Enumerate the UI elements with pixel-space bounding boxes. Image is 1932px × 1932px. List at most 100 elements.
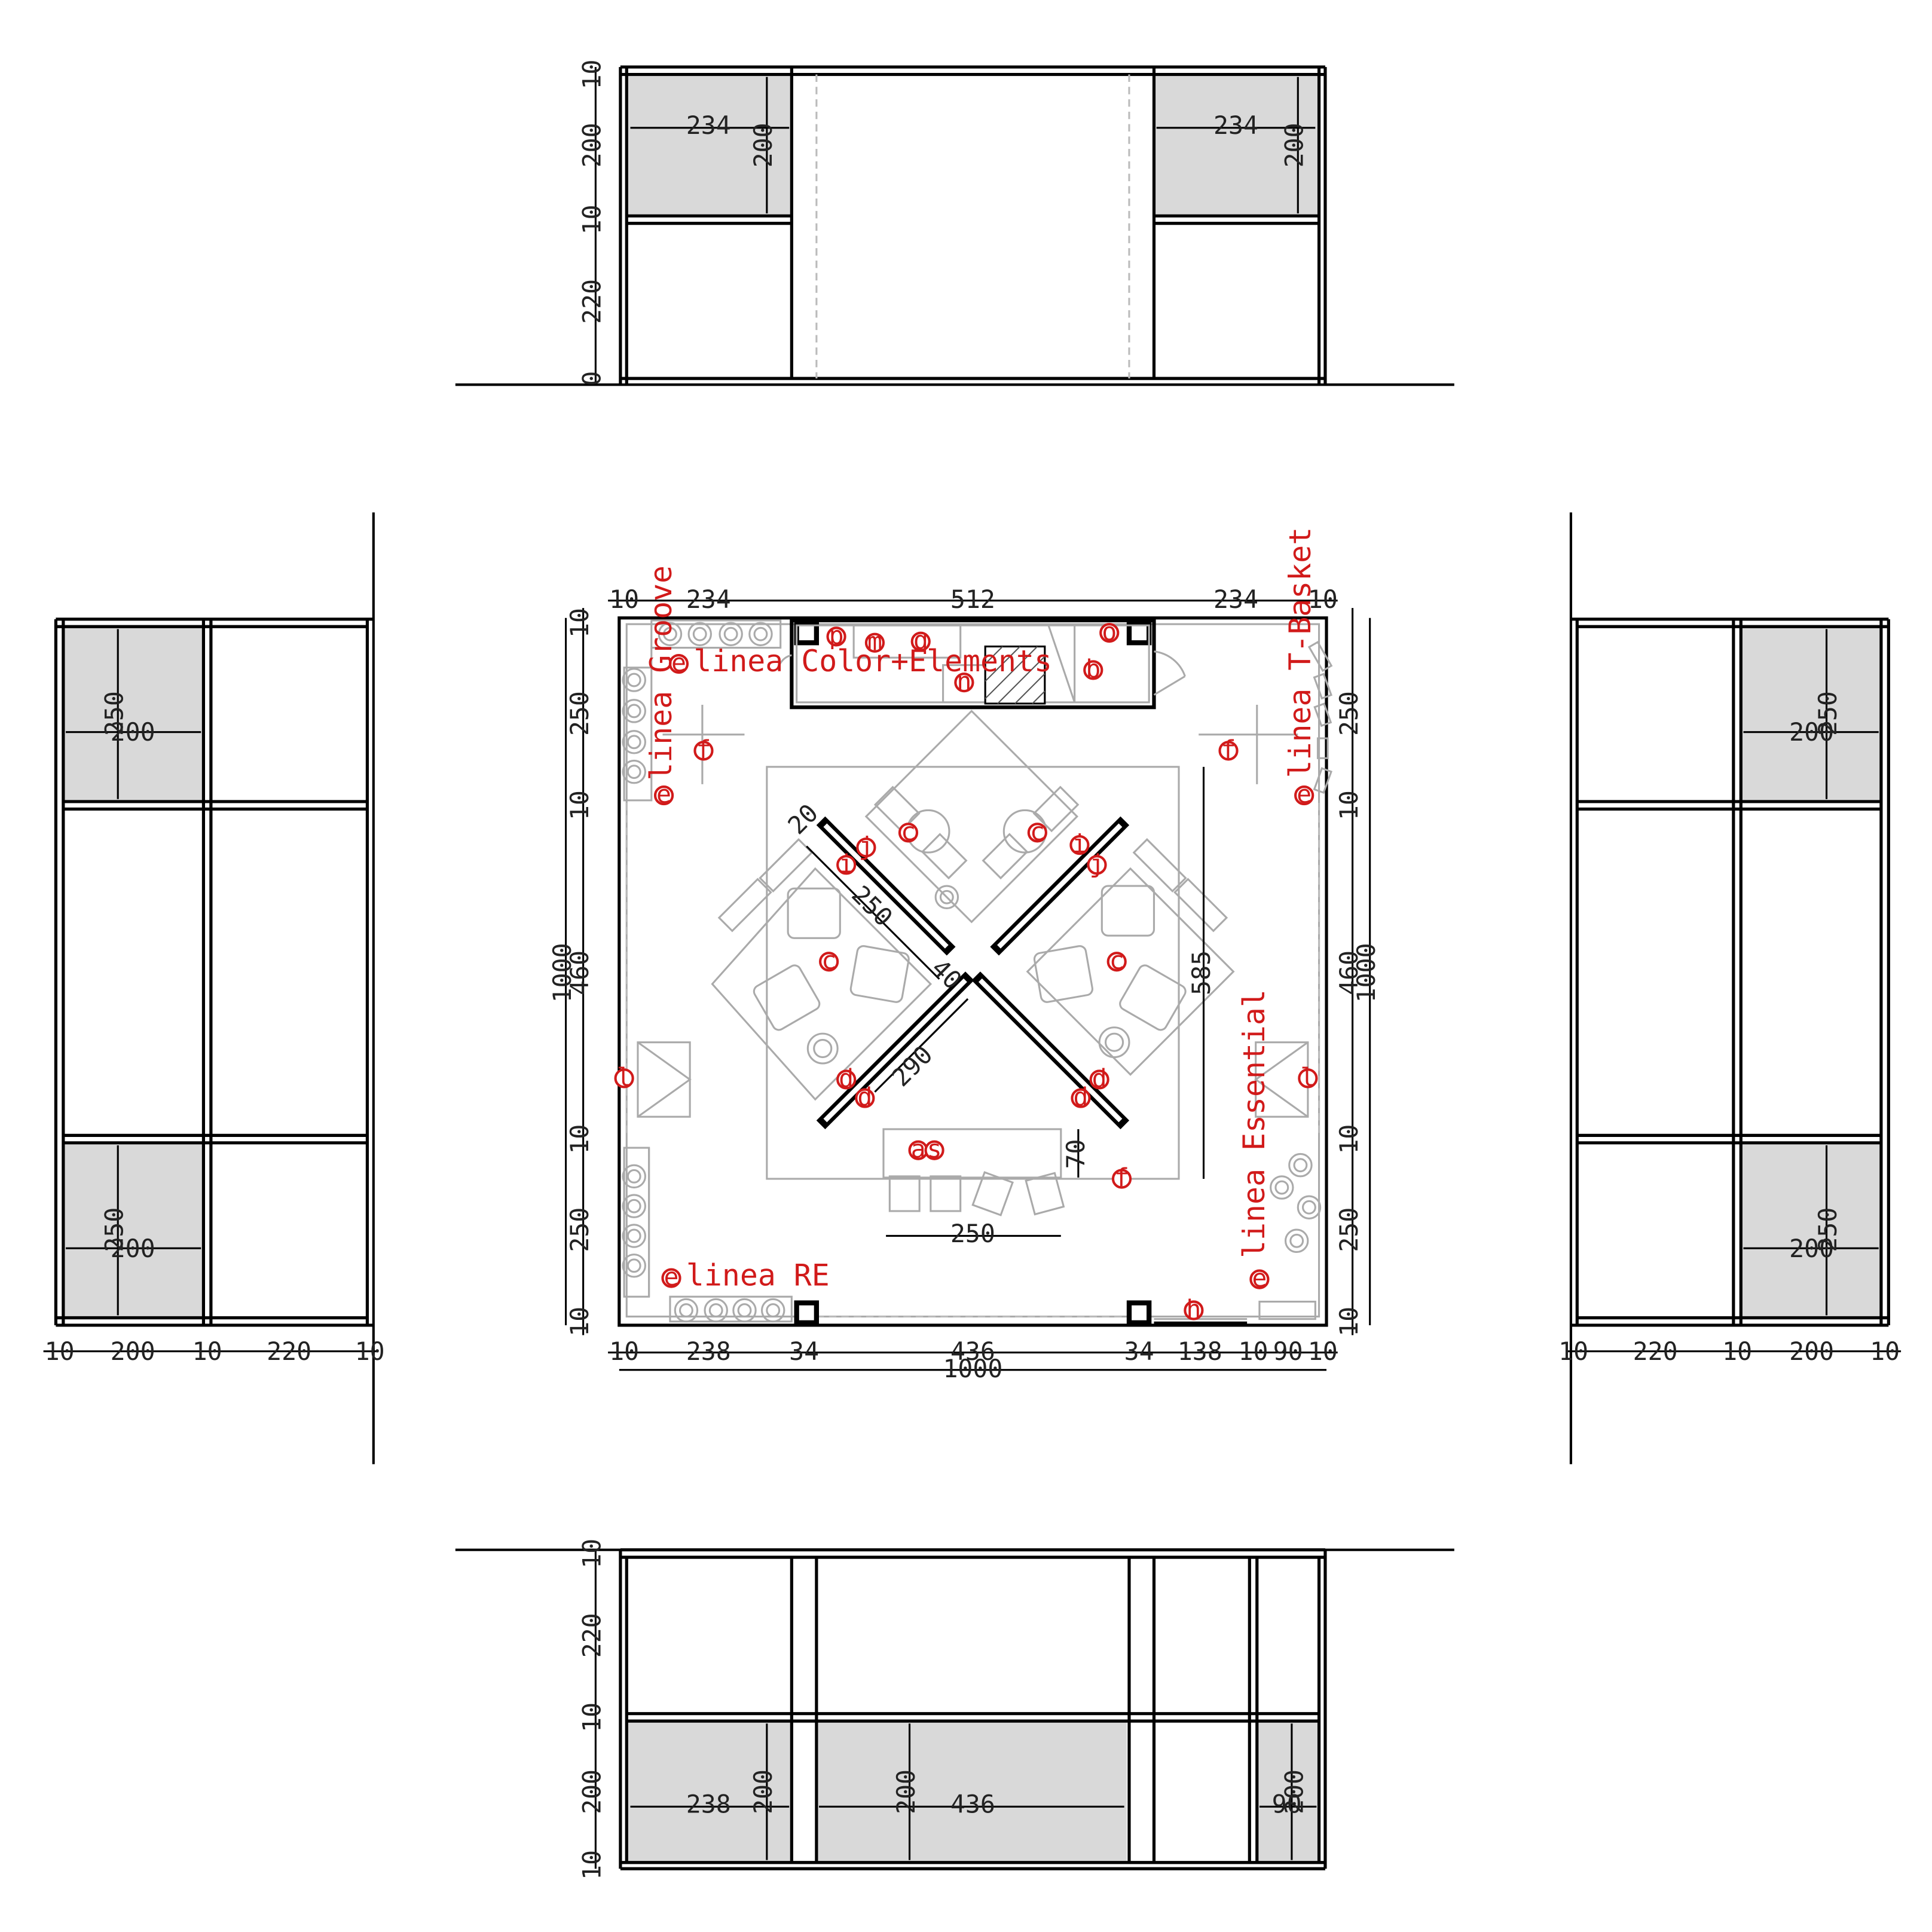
dim-text: 70 [1061, 1139, 1090, 1169]
dim-text: 34 [1124, 1337, 1154, 1366]
dim-text: 250 [100, 691, 129, 736]
dim-text: 10 [1558, 1337, 1588, 1366]
marker-label: c [821, 946, 836, 975]
marker-label: a [911, 1135, 926, 1164]
marker-label: e [1297, 779, 1312, 809]
dim-text: 0 [577, 371, 607, 386]
dim-text: 20 [782, 798, 824, 840]
dim-text: 250 [1334, 1208, 1364, 1252]
dim-text: 234 [1213, 111, 1258, 140]
marker-label: e [664, 1262, 679, 1292]
dim-text: 200 [577, 1769, 607, 1814]
dim-text: 10 [1334, 1307, 1364, 1337]
dim-text: 200 [1789, 1234, 1834, 1263]
dim-text: 10 [355, 1337, 385, 1366]
dim-text: 238 [686, 1337, 731, 1366]
graphic-panel [1257, 1721, 1319, 1863]
dim-text: 10 [45, 1337, 75, 1366]
central-floor-plan: 20 250 40 290 585 70 250 10 234 512 234 … [548, 527, 1381, 1383]
dim-text: 585 [1187, 950, 1216, 995]
element-markers: e p m q n o b f f e e c c j i i j c c d … [614, 617, 1318, 1323]
dim-text: 200 [1280, 123, 1309, 167]
marker-label: i [1072, 829, 1087, 858]
dim-text: 10 [1308, 1337, 1338, 1366]
dim-text: 250 [100, 1208, 129, 1252]
dim-text: 1000 [943, 1354, 1002, 1383]
dim-text: 10 [1722, 1337, 1752, 1366]
dim-text: 250 [950, 1219, 995, 1248]
marker-label: j [858, 832, 873, 861]
dim-text: 200 [748, 1769, 778, 1814]
dim-text: 10 [577, 204, 607, 234]
marker-label: e [671, 648, 686, 677]
dim-text: 234 [1213, 585, 1258, 614]
dim-text: 10 [609, 1337, 639, 1366]
marker-label: b [1086, 654, 1100, 683]
dim-text: 200 [111, 717, 155, 747]
marker-label: s [927, 1135, 942, 1164]
dim-text: 200 [577, 123, 607, 167]
line-label-re: linea RE [686, 1258, 830, 1293]
marker-label: d [1092, 1063, 1107, 1093]
dim-text: 10 [1334, 1124, 1364, 1154]
dim-text: 234 [686, 585, 731, 614]
marker-label: q [913, 626, 928, 655]
dim-text: 238 [686, 1790, 731, 1819]
dim-text: 10 [565, 790, 594, 820]
dim-text: 10 [577, 60, 607, 90]
marker-label: m [867, 627, 882, 656]
graphic-panel [1741, 626, 1881, 802]
central-area [766, 766, 1180, 1180]
marker-label: f [1114, 1163, 1129, 1192]
dim-text: 220 [1633, 1337, 1678, 1366]
marker-label: d [1074, 1083, 1089, 1112]
dim-text: 1000 [548, 943, 577, 1002]
dim-text: 200 [1280, 1769, 1309, 1814]
dim-text: 10 [1870, 1337, 1900, 1366]
dim-text: 460 [565, 950, 594, 995]
dim-text: 90 [1273, 1337, 1303, 1366]
line-label-groove: linea Groove [644, 565, 678, 781]
marker-label: l [1300, 1062, 1315, 1092]
dim-text: 200 [111, 1234, 155, 1263]
graphic-panel [63, 1142, 204, 1318]
graphic-panel [1741, 1142, 1881, 1318]
dim-text: 1000 [1352, 943, 1381, 1002]
dim-text: 10 [609, 585, 639, 614]
dim-text: 250 [1334, 691, 1364, 736]
dim-text: 200 [1789, 717, 1834, 747]
graphic-panel [63, 626, 204, 802]
marker-label: n [956, 667, 971, 696]
dim-text: 250 [1813, 691, 1842, 736]
marker-label: c [1030, 817, 1045, 846]
dim-text: 10 [1334, 790, 1364, 820]
furniture [717, 785, 1228, 1216]
column-hatch [984, 645, 1046, 705]
top-elevation: 10 200 10 220 0 234 200 234 200 [455, 60, 1454, 386]
dim-text: 138 [1178, 1337, 1222, 1366]
dim-text: 34 [789, 1337, 819, 1366]
graphic-panel [626, 1721, 792, 1863]
marker-label: p [829, 620, 844, 650]
marker-label: f [696, 735, 711, 764]
marker-label: e [1252, 1264, 1267, 1293]
marker-label: e [656, 779, 671, 809]
dim-text: 10 [565, 1307, 594, 1337]
dim-text: 220 [577, 279, 607, 324]
dim-text: 10 [577, 1702, 607, 1732]
dim-text: 220 [267, 1337, 311, 1366]
marker-label: c [1109, 946, 1124, 975]
dim-text: 200 [111, 1337, 155, 1366]
dim-text: 10 [565, 1124, 594, 1154]
stand-outline [617, 616, 1328, 1327]
dim-text: 250 [1813, 1208, 1842, 1252]
marker-label: d [857, 1083, 872, 1112]
line-label-essential: linea Essential [1237, 989, 1271, 1258]
dim-text: 250 [565, 1208, 594, 1252]
dim-text: 200 [1789, 1337, 1834, 1366]
dim-text: 10 [192, 1337, 222, 1366]
dim-text: 200 [891, 1769, 921, 1814]
line-label-color-elements: linea Color+Elements [693, 644, 1052, 678]
graphic-panel [816, 1721, 1127, 1863]
